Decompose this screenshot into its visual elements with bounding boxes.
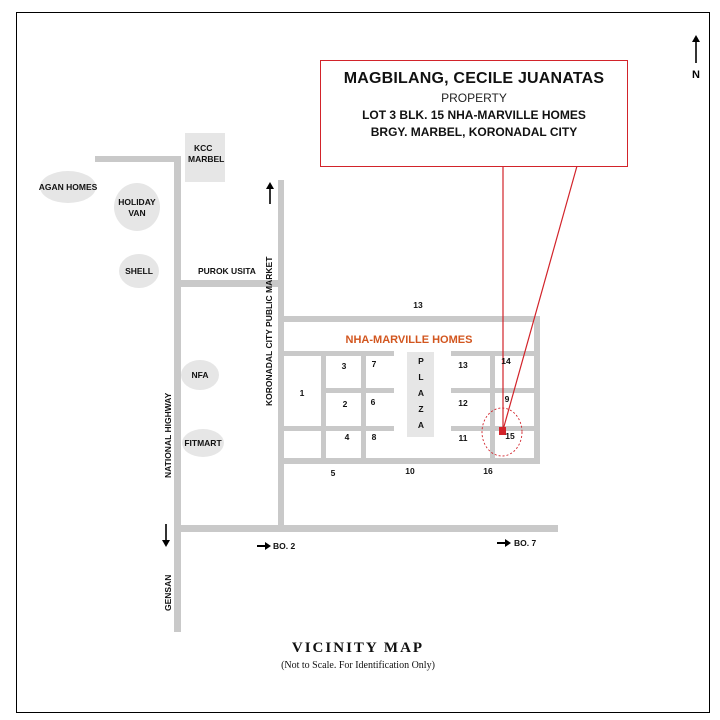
- agan-homes-label: AGAN HOMES: [39, 182, 98, 192]
- owner-name: MAGBILANG, CECILE JUANATAS: [343, 70, 605, 87]
- public-market-road: [278, 180, 284, 532]
- property-address: BRGY. MARBEL, KORONADAL CITY: [370, 125, 578, 139]
- inner-road-h4: [451, 426, 537, 431]
- north-arrow-icon: [692, 35, 700, 63]
- map-frame: [16, 12, 710, 713]
- block-10-label: 10: [405, 466, 415, 476]
- plaza-letter: Z: [418, 404, 423, 414]
- block-8-label: 8: [372, 432, 377, 442]
- block-16-label: 16: [483, 466, 493, 476]
- block-14-label: 14: [501, 356, 511, 366]
- inner-road-v1: [321, 351, 326, 461]
- arrow-up-head-icon: [266, 182, 274, 189]
- kcc-road: [95, 156, 181, 162]
- north-label: N: [692, 69, 700, 81]
- arrow-right-bo7-head-icon: [505, 539, 511, 547]
- holiday-van-marker: [114, 183, 160, 231]
- plaza-letter: L: [418, 372, 423, 382]
- inner-road-v2: [361, 351, 366, 461]
- nfa-label: NFA: [192, 370, 209, 380]
- shell-label: SHELL: [125, 266, 153, 276]
- plaza-letter: A: [418, 420, 424, 430]
- holiday-label-2: VAN: [128, 208, 145, 218]
- inner-road-west-top: [284, 351, 394, 356]
- block-12-label: 12: [458, 398, 468, 408]
- lot-highlight-circle: [481, 407, 523, 457]
- bo2-label: BO. 2: [273, 541, 295, 551]
- public-market-label: KORONADAL CITY PUBLIC MARKET: [264, 256, 274, 406]
- block-4-label: 4: [345, 432, 350, 442]
- roads: [95, 156, 558, 632]
- street-5-10-16-road: [278, 458, 540, 464]
- block-7-label: 7: [372, 359, 377, 369]
- agan-homes-marker: [40, 171, 96, 203]
- block-11-label: 11: [459, 433, 468, 443]
- subdivision-label: NHA-MARVILLE HOMES: [346, 334, 473, 346]
- block-13-top-label: 13: [413, 300, 423, 310]
- kcc-label-2: MARBEL: [188, 154, 224, 164]
- arrow-right-bo2-head-icon: [265, 542, 271, 550]
- shell-marker: [119, 254, 159, 288]
- inner-road-h1: [326, 388, 394, 393]
- block-15-label: 15: [505, 431, 515, 441]
- national-highway-label: NATIONAL HIGHWAY: [163, 392, 173, 478]
- pointer-line-diagonal: [502, 165, 578, 431]
- direction-arrows: [162, 182, 511, 550]
- property-type: PROPERTY: [441, 91, 507, 105]
- fitmart-label: FITMART: [184, 438, 222, 448]
- map-subtitle: (Not to Scale. For Identification Only): [281, 660, 435, 671]
- inner-road-v3: [490, 351, 495, 461]
- block-13-label: 13: [458, 360, 468, 370]
- inner-road-h2: [451, 388, 537, 393]
- block-1-label: 1: [300, 388, 305, 398]
- block-5-label: 5: [331, 468, 336, 478]
- plaza-letter: P: [418, 356, 424, 366]
- map-title: VICINITY MAP: [291, 640, 425, 656]
- block-9-label: 9: [505, 394, 510, 404]
- gensan-label: GENSAN: [163, 575, 173, 611]
- kcc-label-1: KCC: [194, 143, 212, 153]
- plaza-area: [407, 352, 434, 437]
- national-highway-road: [174, 156, 181, 632]
- block-6-label: 6: [371, 397, 376, 407]
- block-3-label: 3: [342, 361, 347, 371]
- street-13-road: [278, 316, 540, 322]
- kcc-marbel-building: [185, 133, 225, 182]
- map-caption: VICINITY MAP (Not to Scale. For Identifi…: [200, 640, 516, 671]
- purok-usita-road: [174, 280, 284, 287]
- bo-road: [178, 525, 558, 532]
- nfa-marker: [181, 360, 219, 390]
- bo7-label: BO. 7: [514, 538, 536, 548]
- lot-description: LOT 3 BLK. 15 NHA-MARVILLE HOMES: [362, 108, 586, 122]
- inner-road-h3: [284, 426, 394, 431]
- north-indicator: N: [688, 34, 704, 81]
- property-lot-marker: [499, 427, 506, 435]
- purok-usita-label: PUROK USITA: [198, 266, 256, 276]
- fitmart-marker: [182, 429, 224, 457]
- holiday-label-1: HOLIDAY: [118, 197, 156, 207]
- property-info-box: MAGBILANG, CECILE JUANATAS PROPERTY LOT …: [320, 60, 628, 167]
- block-2-label: 2: [343, 399, 348, 409]
- plaza-letter: A: [418, 388, 424, 398]
- arrow-down-head-icon: [162, 540, 170, 547]
